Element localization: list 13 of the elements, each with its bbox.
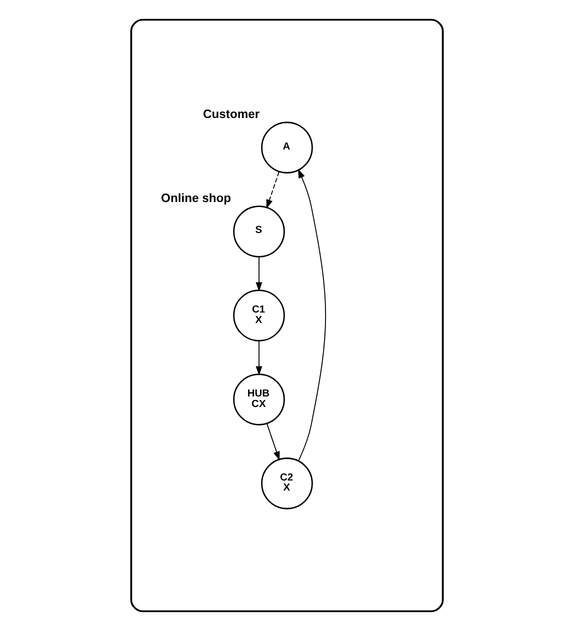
- cluster: [130, 18, 444, 612]
- arrow: [255, 256, 262, 292]
- node-circle: C2 X: [260, 458, 312, 510]
- node-circle: S: [232, 206, 284, 258]
- node-circle: C1 X: [232, 290, 284, 342]
- arrow: [266, 171, 280, 209]
- arrow: [266, 423, 280, 461]
- node-circle: A: [260, 122, 312, 174]
- arrow: [297, 168, 326, 462]
- arrow: [255, 340, 262, 376]
- node-label: Customer: [202, 107, 260, 122]
- node-label: Online shop: [160, 191, 231, 206]
- node-circle: HUB CX: [232, 374, 284, 426]
